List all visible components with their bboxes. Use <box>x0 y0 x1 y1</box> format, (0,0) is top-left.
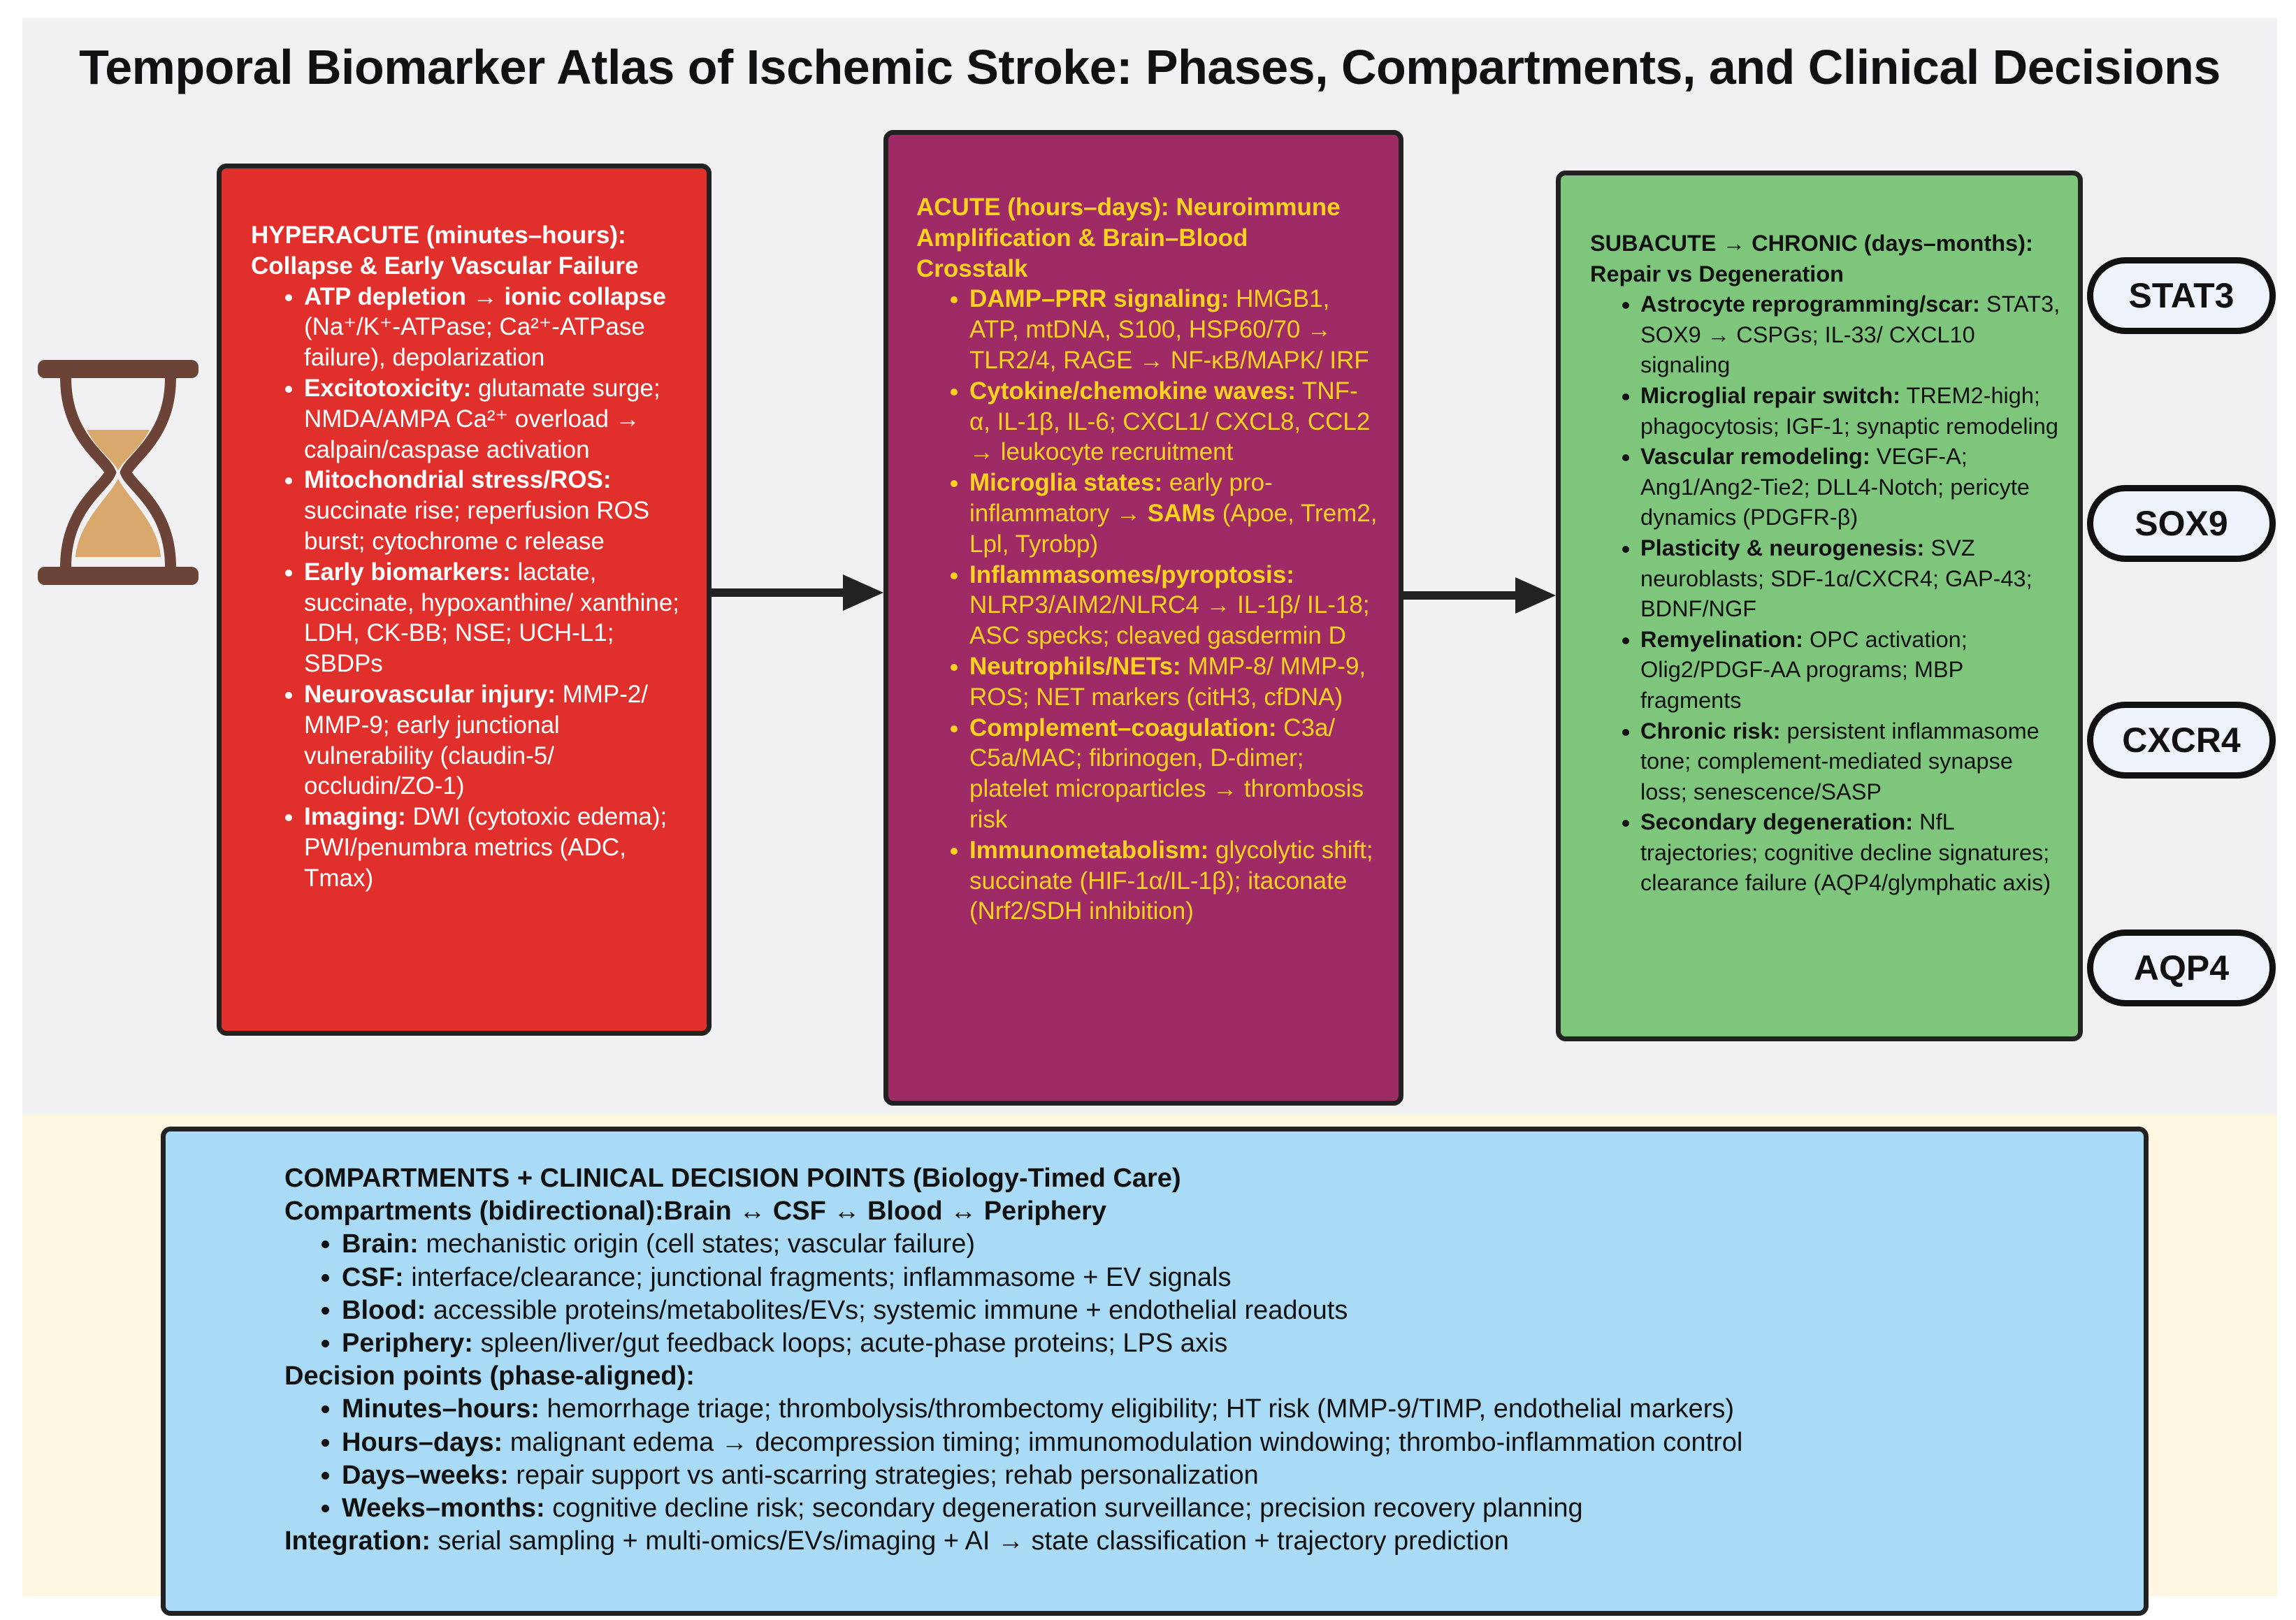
decision-points-list: Minutes–hours: hemorrhage triage; thromb… <box>284 1393 2123 1525</box>
list-item: Vascular remodeling: VEGF-A; Ang1/Ang2-T… <box>1640 442 2061 533</box>
subacute-list: Astrocyte reprogramming/scar: STAT3, SOX… <box>1590 289 2061 899</box>
decision-points-heading: Decision points (phase-aligned): <box>284 1361 695 1391</box>
list-item: Immunometabolism: glycolytic shift; succ… <box>969 835 1378 927</box>
list-item: Hours–days: malignant edema → decompress… <box>342 1426 2123 1459</box>
acute-title-line1: ACUTE (hours–days): Neuroimmune <box>916 194 1341 221</box>
decisions-box: COMPARTMENTS + CLINICAL DECISION POINTS … <box>161 1127 2149 1616</box>
marker-pill-aqp4: AQP4 <box>2087 930 2276 1006</box>
list-item: Minutes–hours: hemorrhage triage; thromb… <box>342 1393 2123 1426</box>
arrow-right-icon <box>1403 577 1556 614</box>
integration-line: Integration: serial sampling + multi-omi… <box>284 1526 1509 1556</box>
list-item: Complement–coagulation: C3a/ C5a/MAC; fi… <box>969 713 1378 835</box>
acute-title: ACUTE (hours–days): Neuroimmune Amplific… <box>916 192 1378 284</box>
list-item: Microglial repair switch: TREM2-high; ph… <box>1640 381 2061 442</box>
marker-pill-cxcr4: CXCR4 <box>2087 702 2276 779</box>
list-item: Neutrophils/NETs: MMP-8/ MMP-9, ROS; NET… <box>969 651 1378 713</box>
list-item: Astrocyte reprogramming/scar: STAT3, SOX… <box>1640 289 2061 381</box>
list-item: ATP depletion → ionic collapse (Na⁺/K⁺-A… <box>304 282 686 373</box>
list-item: Imaging: DWI (cytotoxic edema); PWI/penu… <box>304 802 686 893</box>
hyperacute-title: HYPERACUTE (minutes–hours): Collapse & E… <box>251 220 686 282</box>
subacute-title-line2: Repair vs Degeneration <box>1590 261 1844 287</box>
list-item: Chronic risk: persistent inflammasome to… <box>1640 716 2061 808</box>
list-item: Mitochondrial stress/ROS: succinate rise… <box>304 465 686 556</box>
marker-pill-sox9: SOX9 <box>2087 485 2276 562</box>
list-item: Blood: accessible proteins/metabolites/E… <box>342 1294 2123 1327</box>
list-item: Days–weeks: repair support vs anti-scarr… <box>342 1459 2123 1492</box>
list-item: Cytokine/chemokine waves: TNF-α, IL-1β, … <box>969 376 1378 468</box>
acute-title-line2: Amplification & Brain–Blood <box>916 224 1248 252</box>
list-item: Secondary degeneration: NfL trajectories… <box>1640 807 2061 899</box>
list-item: Periphery: spleen/liver/gut feedback loo… <box>342 1327 2123 1360</box>
list-item: Plasticity & neurogenesis: SVZ neuroblas… <box>1640 533 2061 625</box>
subacute-title: SUBACUTE → CHRONIC (days–months): Repair… <box>1590 229 2061 289</box>
acute-box: ACUTE (hours–days): Neuroimmune Amplific… <box>883 130 1403 1106</box>
acute-list: DAMP–PRR signaling: HMGB1, ATP, mtDNA, S… <box>916 284 1378 927</box>
list-item: Brain: mechanistic origin (cell states; … <box>342 1228 2123 1261</box>
list-item: CSF: interface/clearance; junctional fra… <box>342 1261 2123 1294</box>
hyperacute-title-line1: HYPERACUTE (minutes–hours): <box>251 222 626 249</box>
decisions-title: COMPARTMENTS + CLINICAL DECISION POINTS … <box>284 1164 1181 1193</box>
list-item: Neurovascular injury: MMP-2/ MMP-9; earl… <box>304 679 686 802</box>
subacute-title-line1: SUBACUTE → CHRONIC (days–months): <box>1590 231 2033 256</box>
list-item: Remyelination: OPC activation; Olig2/PDG… <box>1640 625 2061 716</box>
list-item: DAMP–PRR signaling: HMGB1, ATP, mtDNA, S… <box>969 284 1378 375</box>
list-item: Early biomarkers: lactate, succinate, hy… <box>304 557 686 679</box>
compartments-list: Brain: mechanistic origin (cell states; … <box>284 1228 2123 1360</box>
hourglass-icon <box>38 360 198 585</box>
list-item: Weeks–months: cognitive decline risk; se… <box>342 1492 2123 1525</box>
list-item: Microglia states: early pro-inflammatory… <box>969 468 1378 559</box>
hyperacute-list: ATP depletion → ionic collapse (Na⁺/K⁺-A… <box>251 282 686 894</box>
list-item: Excitotoxicity: glutamate surge; NMDA/AM… <box>304 373 686 465</box>
page-title: Temporal Biomarker Atlas of Ischemic Str… <box>79 40 2221 94</box>
subacute-box: SUBACUTE → CHRONIC (days–months): Repair… <box>1556 171 2083 1041</box>
compartments-heading: Compartments (bidirectional):Brain ↔ CSF… <box>284 1196 1107 1227</box>
hyperacute-title-line2: Collapse & Early Vascular Failure <box>251 252 639 280</box>
arrow-right-icon <box>712 574 883 611</box>
hyperacute-box: HYPERACUTE (minutes–hours): Collapse & E… <box>217 164 712 1036</box>
list-item: Inflammasomes/pyroptosis: NLRP3/AIM2/NLR… <box>969 560 1378 651</box>
marker-pill-stat3: STAT3 <box>2087 257 2276 334</box>
acute-title-line3: Crosstalk <box>916 254 1028 282</box>
